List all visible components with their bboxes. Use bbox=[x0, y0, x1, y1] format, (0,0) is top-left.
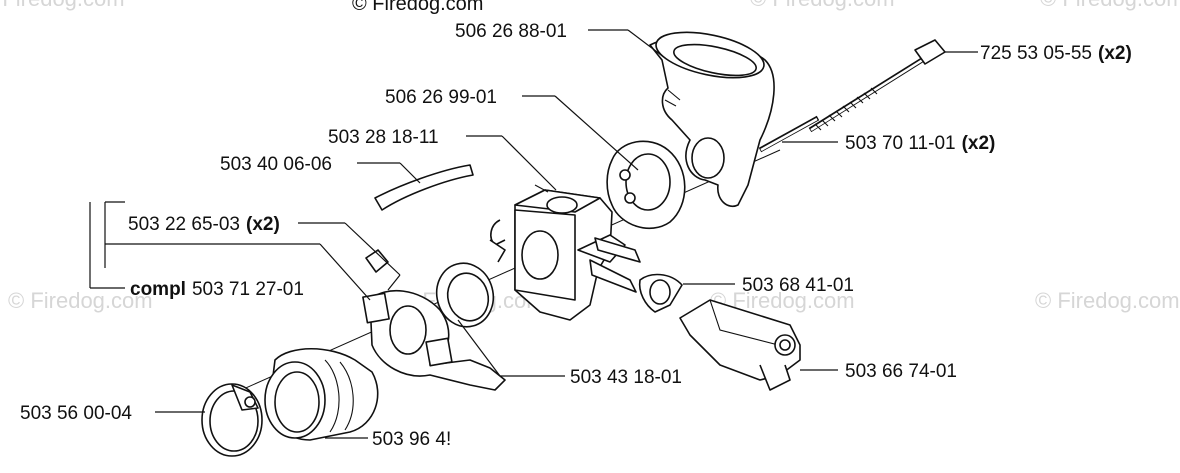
label-adapter-kit: compl 503 71 27-01 bbox=[130, 279, 304, 300]
seal-ring-part bbox=[435, 262, 495, 328]
label-stud-number: 503 70 11-01 bbox=[845, 133, 956, 154]
intake-elbow-part bbox=[649, 31, 775, 207]
label-adapter-kit-number: 503 71 27-01 bbox=[192, 279, 304, 300]
label-clip-number: 503 22 65-03 bbox=[128, 214, 240, 235]
label-adapter-kit-prefix: compl bbox=[130, 279, 186, 300]
carburetor-part bbox=[489, 184, 641, 321]
label-hose-clamp: 503 56 00-04 bbox=[20, 403, 132, 424]
label-long-bolt-number: 725 53 05-55 bbox=[980, 43, 1092, 64]
watermark-mid-right: © Firedog.com bbox=[1035, 288, 1180, 313]
stud-part bbox=[758, 115, 820, 153]
intake-boot-part bbox=[264, 347, 379, 441]
adapter-flange-part bbox=[362, 289, 506, 391]
gasket-part bbox=[606, 140, 686, 230]
copyright-text: © Firedog.com bbox=[352, 0, 483, 15]
label-elbow: 506 26 88-01 bbox=[455, 21, 567, 42]
bracket-part bbox=[679, 299, 801, 391]
hose-clamp-part bbox=[201, 383, 263, 457]
label-seal-ring: 503 43 18-01 bbox=[570, 367, 682, 388]
label-long-bolt-qty: (x2) bbox=[1098, 43, 1132, 64]
label-intake-boot: 503 96 4! bbox=[372, 429, 451, 450]
watermark-mid-left: © Firedog.com bbox=[8, 288, 153, 313]
label-clip-qty: (x2) bbox=[246, 214, 280, 235]
label-long-bolt: 725 53 05-55 (x2) bbox=[980, 43, 1132, 64]
label-bracket: 503 66 74-01 bbox=[845, 361, 957, 382]
leader-lines bbox=[89, 29, 978, 439]
fuel-hose-part bbox=[374, 164, 474, 211]
label-spacer: 503 68 41-01 bbox=[742, 275, 854, 296]
label-stud: 503 70 11-01 (x2) bbox=[845, 133, 995, 154]
watermark-top-right: © Firedog.com bbox=[1040, 0, 1180, 11]
small-clip-part bbox=[365, 249, 389, 273]
watermark-top-left: © Firedog.com bbox=[0, 0, 125, 11]
watermark-top-mid: © Firedog.com bbox=[750, 0, 895, 11]
long-bolt-part bbox=[808, 39, 946, 133]
spacer-part bbox=[638, 273, 683, 313]
label-fuel-hose: 503 40 06-06 bbox=[220, 154, 332, 175]
label-clip: 503 22 65-03 (x2) bbox=[128, 214, 280, 235]
label-gasket: 506 26 99-01 bbox=[385, 87, 497, 108]
label-carburetor: 503 28 18-11 bbox=[328, 127, 439, 148]
label-stud-qty: (x2) bbox=[962, 133, 996, 154]
